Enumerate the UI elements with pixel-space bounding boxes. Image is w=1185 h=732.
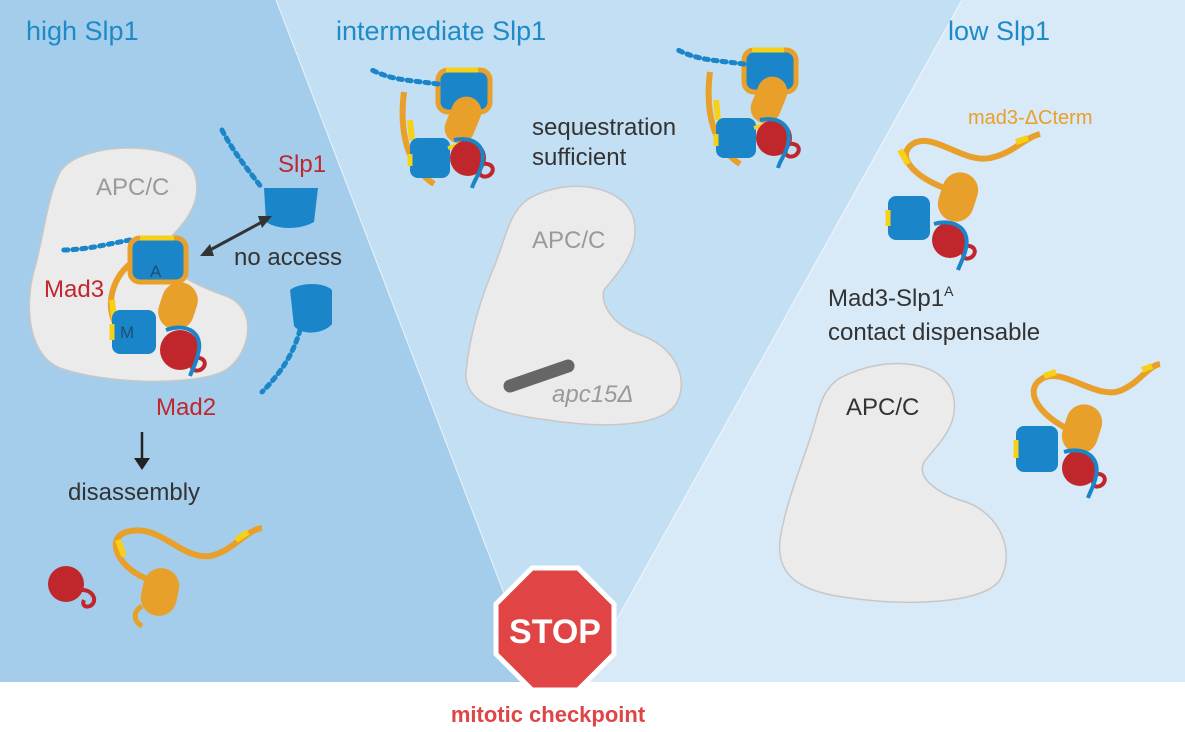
mad3-body-high	[158, 282, 198, 330]
label-disassembly: disassembly	[68, 479, 200, 506]
slp1-low-lower	[1016, 426, 1058, 472]
apcc-label-low: APC/C	[846, 394, 919, 421]
apcc-blob-intermediate	[465, 185, 683, 426]
label-apc15: apc15Δ	[552, 381, 634, 408]
mad2-free	[48, 566, 84, 602]
mad2-high	[160, 330, 200, 370]
panel-title-low: low Slp1	[948, 16, 1050, 46]
panel-divider-left	[275, 0, 539, 683]
apcc-blob-low	[778, 362, 1007, 603]
slp1-free-bottom	[290, 284, 332, 333]
slp1-low-upper	[888, 196, 930, 240]
apcc-label-high: APC/C	[96, 174, 169, 201]
mad3-free-strand	[112, 525, 263, 583]
mad2-low-lower	[1062, 450, 1098, 486]
mad3-low-lower	[1061, 404, 1103, 454]
apcc-label-intermediate: APC/C	[532, 227, 605, 254]
apc15-deletion-bar	[503, 359, 575, 393]
mark-a: A	[150, 262, 162, 281]
panel-divider-right	[581, 0, 963, 683]
stop-sign	[493, 565, 617, 693]
label-no-access: no access	[234, 244, 342, 271]
slp1-free-tail-top	[219, 127, 265, 191]
mad2-low-upper	[932, 222, 968, 258]
label-contact-line2: contact dispensable	[828, 319, 1040, 346]
label-mad3: Mad3	[44, 276, 104, 303]
stop-text: STOP	[509, 613, 601, 651]
label-mad3-cterm: mad3-ΔCterm	[968, 107, 1093, 129]
mad3-free-body	[140, 568, 180, 616]
slp1-free-top	[264, 188, 318, 228]
slp1-tail-high	[59, 237, 133, 253]
panel-title-high: high Slp1	[26, 16, 139, 46]
label-mad2: Mad2	[156, 394, 216, 421]
label-contact-line1: Mad3-Slp1A	[828, 283, 954, 312]
caption-mitotic-checkpoint: mitotic checkpoint	[451, 702, 646, 727]
mad3-cterm-strand-upper	[902, 131, 1041, 193]
label-sequestration-line1: sequestration	[532, 114, 676, 141]
label-slp1: Slp1	[278, 151, 326, 178]
mark-m: M	[120, 323, 134, 342]
mad3-low-upper	[937, 172, 979, 222]
mad3-cterm-strand-lower	[1030, 361, 1161, 433]
slp1-m-box	[112, 310, 156, 354]
no-access-arrow	[209, 220, 263, 252]
panel-title-intermediate: intermediate Slp1	[336, 16, 546, 46]
label-sequestration-line2: sufficient	[532, 144, 627, 171]
slp1-free-tail-bottom	[259, 327, 303, 395]
